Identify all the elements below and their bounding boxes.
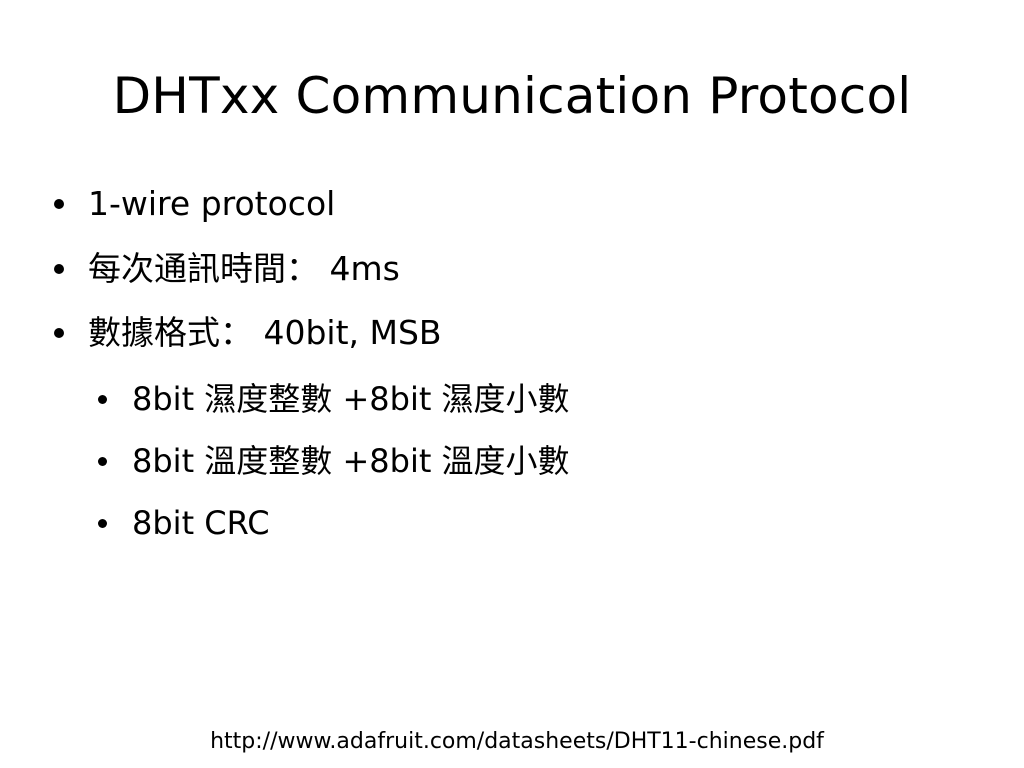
bullet-icon — [54, 328, 64, 338]
sub-bullet-item: 8bit 濕度整數 +8bit 濕度小數 — [98, 373, 570, 425]
sub-bullet-item: 8bit CRC — [98, 497, 270, 549]
datasheet-link[interactable]: http://www.adafruit.com/datasheets/DHT11… — [210, 729, 824, 754]
bullet-text: 每次通訊時間： 4ms — [88, 249, 400, 288]
slide-title: DHTxx Communication Protocol — [112, 67, 912, 125]
bullet-text: 數據格式： 40bit, MSB — [88, 313, 442, 352]
sub-bullet-text: 8bit CRC — [132, 504, 270, 542]
bullet-icon — [98, 394, 107, 404]
bullet-icon — [54, 199, 64, 209]
bullet-icon — [98, 456, 107, 466]
bullet-item: 1-wire protocol — [54, 178, 335, 230]
sub-bullet-text: 8bit 溫度整數 +8bit 溫度小數 — [132, 442, 570, 480]
bullet-item: 每次通訊時間： 4ms — [54, 243, 400, 295]
bullet-icon — [54, 264, 64, 274]
bullet-item: 數據格式： 40bit, MSB — [54, 307, 442, 359]
sub-bullet-text: 8bit 濕度整數 +8bit 濕度小數 — [132, 380, 570, 418]
bullet-text: 1-wire protocol — [88, 184, 336, 223]
sub-bullet-item: 8bit 溫度整數 +8bit 溫度小數 — [98, 435, 570, 487]
bullet-icon — [98, 518, 107, 528]
